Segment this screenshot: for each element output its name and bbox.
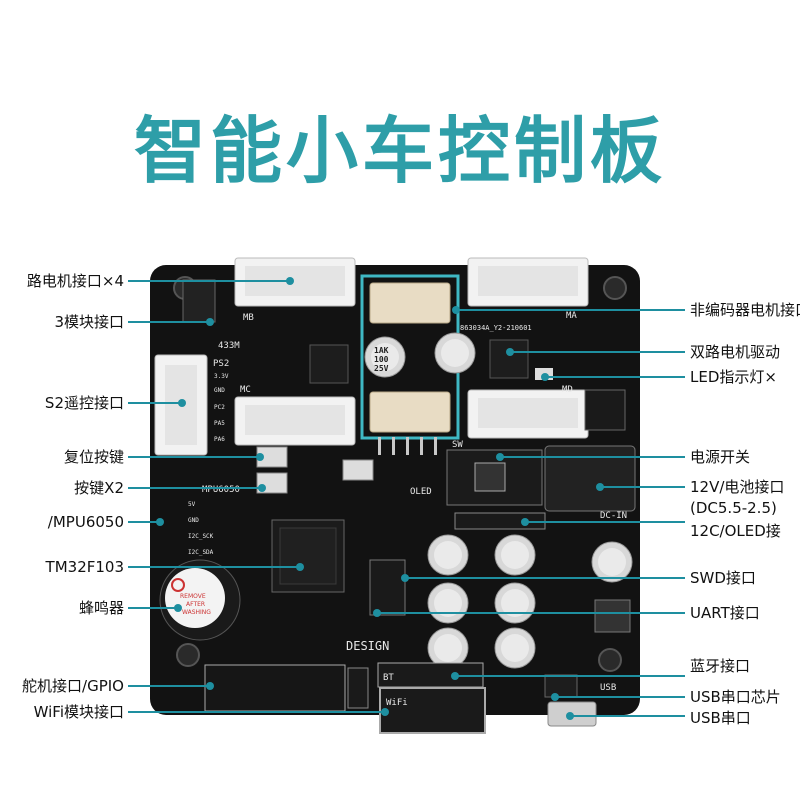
buzzer (159, 559, 241, 641)
wifi-header (379, 687, 486, 734)
ps2-pin-2: GND (214, 387, 225, 394)
label-usb-serial: USB串口 (690, 709, 751, 727)
label-motor-interface: 路电机接口×4 (26, 272, 124, 290)
mpu-pin-4: I2C_SDA (188, 549, 214, 556)
swd-header (369, 559, 406, 616)
capacitor-6 (494, 582, 536, 624)
board-text-md: MD (562, 385, 573, 395)
board-text-dcin: DC-IN (600, 511, 627, 521)
leader-dots-right (373, 306, 604, 720)
encoder-pins (378, 437, 437, 455)
gpio-header (204, 664, 346, 712)
mount-hole-bl (176, 643, 200, 667)
connector-ma (467, 257, 589, 307)
capacitor-8 (494, 627, 536, 669)
label-led-indicator: LED指示灯× (690, 368, 777, 386)
board-text-mb: MB (243, 313, 254, 323)
label-reset-button: 复位按键 (63, 448, 124, 466)
ps2-pin-4: PA5 (214, 420, 225, 427)
board-text-id: 863034A_Y2-210601 (460, 324, 532, 332)
diode (347, 667, 369, 709)
board-text-ps2: PS2 (213, 359, 229, 369)
board-text-sw: SW (452, 440, 463, 450)
driver-chip-2 (489, 339, 529, 379)
leader-dots-left (156, 277, 389, 716)
inductor (594, 599, 631, 633)
user-button-2 (342, 459, 374, 481)
battery-cap (584, 389, 626, 431)
board-text-usb: USB (600, 683, 616, 693)
usb-chip (544, 674, 578, 698)
capacitor-3 (427, 534, 469, 576)
label-bluetooth: 蓝牙接口 (690, 657, 751, 675)
capacitor-2 (434, 332, 476, 374)
driver-chip-1 (309, 344, 349, 384)
buzzer-text-2: AFTER (186, 601, 205, 608)
board-text-oled: OLED (410, 487, 432, 497)
cap-label-2: 100 (374, 355, 389, 364)
label-no-encoder-motor: 非编码器电机接口 (690, 301, 800, 319)
leader-lines-right (377, 309, 685, 717)
label-wifi-module: WiFi模块接口 (33, 703, 124, 721)
mount-hole-tr (603, 276, 627, 300)
mount-hole-br (598, 648, 622, 672)
mpu-pin-3: I2C_SCK (188, 533, 214, 540)
cap-label-1: 1AK (374, 346, 389, 355)
label-i2c-oled: 12C/OLED接 (690, 522, 781, 540)
encoder-connector-bottom (369, 391, 451, 433)
board-text-mc: MC (240, 385, 251, 395)
capacitor-5 (427, 582, 469, 624)
capacitor-7 (427, 627, 469, 669)
board-text-433m: 433M (218, 341, 240, 351)
board-text-design: DESIGN (346, 639, 389, 653)
board-text-wifi: WiFi (386, 698, 408, 708)
label-keys: 按键X2 (74, 479, 124, 497)
capacitor-1 (364, 336, 406, 378)
label-gpio: 舵机接口/GPIO (22, 677, 124, 695)
encoder-connector-top (369, 282, 451, 324)
capacitor-9 (591, 541, 633, 583)
leader-lines-left (128, 280, 385, 713)
ps2-pin-3: PC2 (214, 404, 225, 411)
connector-md (467, 389, 589, 439)
label-power-switch: 电源开关 (690, 448, 751, 466)
label-dc-spec: (DC5.5-2.5) (690, 499, 777, 517)
connector-mc (234, 396, 356, 446)
capacitor-4 (494, 534, 536, 576)
board-text-mpu: MPU6050 (202, 485, 240, 495)
page-title: 智能小车控制板 (133, 109, 666, 193)
mpu-pin-2: GND (188, 517, 199, 524)
header-433m (182, 279, 216, 323)
dc-jack (544, 445, 636, 512)
label-dual-motor-driver: 双路电机驱动 (690, 343, 781, 361)
label-battery-interface: 12V/电池接口 (690, 478, 785, 496)
cap-label-3: 25V (374, 364, 389, 373)
label-stm32: TM32F103 (45, 558, 124, 576)
ps2-pin-1: 3.3V (214, 373, 229, 380)
buzzer-text-3: WASHING (182, 609, 211, 616)
label-usb-chip: USB串口芯片 (690, 688, 781, 706)
label-433-module: 3模块接口 (54, 313, 124, 331)
label-swd: SWD接口 (690, 569, 756, 587)
label-buzzer: 蜂鸣器 (78, 599, 124, 617)
ps2-pin-5: PA6 (214, 436, 225, 443)
label-ps2-remote: S2遥控接口 (44, 394, 124, 412)
label-mpu6050: /MPU6050 (47, 513, 124, 531)
board-text-ma: MA (566, 311, 577, 321)
mpu-pin-1: 5V (188, 501, 196, 508)
label-uart: UART接口 (690, 604, 760, 622)
board-text-bt: BT (383, 673, 394, 683)
buzzer-text-1: REMOVE (180, 593, 206, 600)
